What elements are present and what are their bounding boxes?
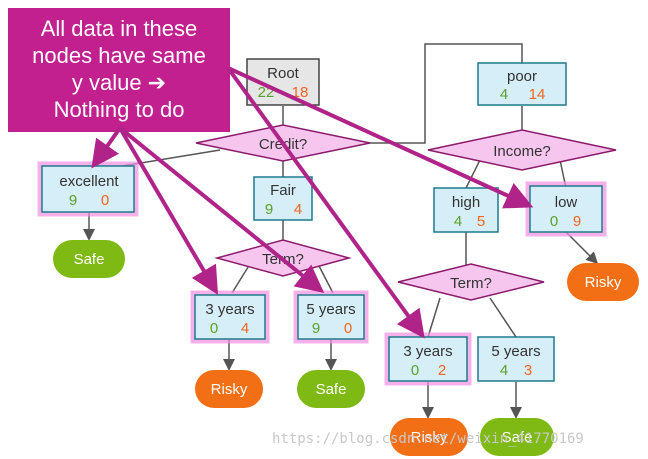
callout-pointer-arrows [91,66,534,339]
pointer-to-high-3-years [226,66,425,339]
node-high-3-years: 3 years 0 2 [384,332,472,386]
node-high-3-years-label: 3 years [403,343,452,360]
node-excellent-label: excellent [59,173,119,190]
node-excellent-risky-count: 0 [101,192,109,209]
node-fair-5-years-label: 5 years [306,301,355,318]
callout-line-1: All data in these [41,16,198,41]
tree-connectors [109,43,567,338]
node-low: low 0 9 [525,181,607,237]
leaf-high-5-years-safe: Safe [480,418,554,456]
node-low-safe-count: 0 [550,213,558,230]
node-fair-5-years-safe-count: 9 [312,320,320,337]
decision-term-high-label: Term? [450,275,492,292]
node-high-safe-count: 4 [454,213,462,230]
node-high-5-years-label: 5 years [491,343,540,360]
node-root-risky-count: 18 [292,84,309,101]
node-high-3-years-safe-count: 0 [411,362,419,379]
callout-line-4: Nothing to do [54,97,185,122]
pointer-to-fair-3-years [118,126,219,295]
node-poor: poor 4 14 [477,62,567,106]
node-high-risky-count: 5 [477,213,485,230]
node-low-risky-count: 9 [573,213,581,230]
node-low-label: low [555,194,578,211]
node-fair: Fair 9 4 [253,176,313,221]
node-fair-3-years: 3 years 0 4 [190,290,270,344]
decision-income-label: Income? [493,143,551,160]
leaf-high-5-years-safe-label: Safe [502,429,533,446]
node-high-label: high [452,194,480,211]
node-fair-3-years-risky-count: 4 [241,320,249,337]
node-high-3-years-risky-count: 2 [438,362,446,379]
node-fair-3-years-safe-count: 0 [210,320,218,337]
node-excellent-safe-count: 9 [69,192,77,209]
node-poor-safe-count: 4 [500,86,508,103]
leaf-arrows [83,213,599,419]
decision-income: Income? [427,129,617,171]
node-high-5-years-risky-count: 3 [524,362,532,379]
leaf-fair-5-years-safe: Safe [297,370,365,408]
pointer-to-fair-5-years [118,126,325,294]
leaf-fair-5-years-safe-label: Safe [316,381,347,398]
node-fair-label: Fair [270,182,296,199]
leaf-low-risky: Risky [567,263,639,301]
node-poor-risky-count: 14 [529,86,546,103]
node-high-5-years: 5 years 4 3 [477,336,555,382]
pointer-to-low [227,66,534,209]
leaf-excellent-safe-label: Safe [74,251,105,268]
leaf-fair-3-years-risky: Risky [195,370,263,408]
node-excellent: excellent 9 0 [37,161,139,217]
node-fair-5-years: 5 years 9 0 [293,290,369,344]
callout-box: All data in these nodes have same y valu… [8,8,230,132]
node-root-label: Root [267,65,300,82]
pointer-to-excellent [91,126,122,169]
node-fair-3-years-label: 3 years [205,301,254,318]
node-fair-safe-count: 9 [265,201,273,218]
leaf-high-3-years-risky-label: Risky [411,429,448,446]
decision-term-high: Term? [397,263,545,301]
leaf-fair-3-years-risky-label: Risky [211,381,248,398]
watermark: https://blog.csdn.net/weixin_41770169 [272,431,584,447]
node-high-5-years-safe-count: 4 [500,362,508,379]
leaf-low-risky-label: Risky [585,274,622,291]
leaf-high-3-years-risky: Risky [390,418,468,456]
node-fair-risky-count: 4 [294,201,302,218]
node-fair-5-years-risky-count: 0 [344,320,352,337]
callout-line-3: y value ➔ [72,70,166,95]
leaf-excellent-safe: Safe [53,240,125,278]
node-poor-label: poor [507,68,537,85]
node-high: high 4 5 [433,187,499,233]
callout-line-2: nodes have same [32,43,206,68]
